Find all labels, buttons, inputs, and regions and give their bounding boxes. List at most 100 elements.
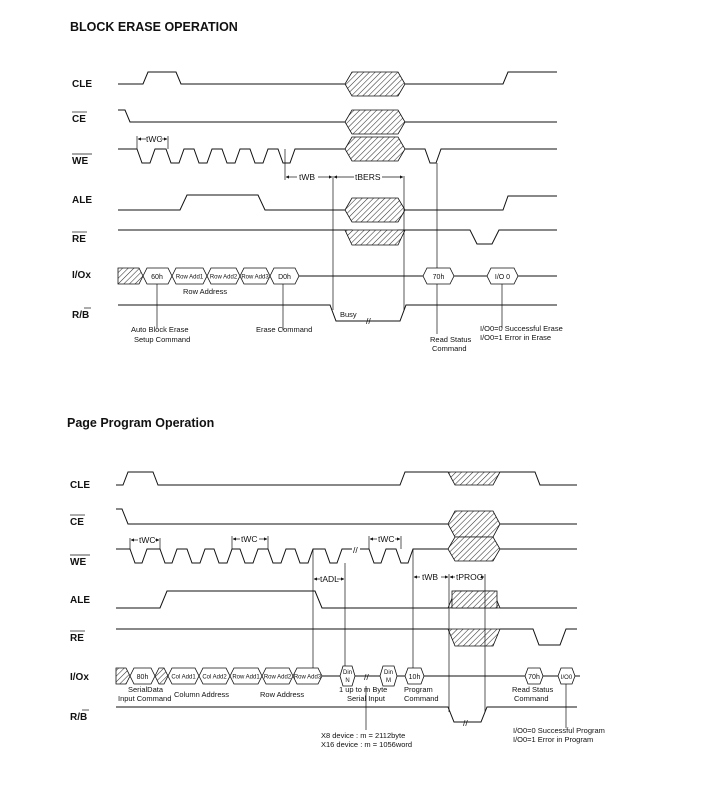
pp-bytes-note-1: 1 up to m Byte xyxy=(339,685,387,694)
pp-io-col2-text: Col Add2 xyxy=(202,675,227,681)
pp-cle-wave xyxy=(116,471,577,486)
be-we-dontcare xyxy=(344,136,406,162)
be-rb-wave xyxy=(118,304,557,322)
pp-cle-label: CLE xyxy=(70,480,90,491)
pp-cle-dontcare xyxy=(447,471,501,486)
be-setup-note-1: Auto Block Erase xyxy=(131,325,189,334)
be-cle-dontcare xyxy=(344,71,406,97)
pp-device-note-1: X8 device : m = 2112byte xyxy=(321,731,405,740)
be-ale-wave xyxy=(118,194,557,211)
be-row-address-label: Row Address xyxy=(183,287,227,296)
pp-io-bus: 80h Col Add1 Col Add2 Row Add1 Row Add2 … xyxy=(115,665,580,687)
block-erase-title: BLOCK ERASE OPERATION xyxy=(70,20,238,34)
pp-result-note-2: I/O0=1 Error in Program xyxy=(513,735,593,744)
be-io-cmd2-text: D0h xyxy=(278,274,291,281)
be-io-cmd3-text: 70h xyxy=(433,274,445,281)
pp-re-label: RE xyxy=(70,633,84,644)
pp-twc3-label: tWC xyxy=(378,534,395,544)
pp-io-break: // xyxy=(364,672,369,682)
pp-column-address-label: Column Address xyxy=(174,690,229,699)
be-twc-label: tWC xyxy=(146,134,163,144)
pp-we-break: // xyxy=(353,545,358,555)
pp-io-col1-text: Col Add1 xyxy=(171,675,196,681)
be-io-bus: 60h Row Add1 Row Add2 Row Add3 D0h 70h I… xyxy=(117,267,557,285)
pp-io-din-n-text2: N xyxy=(345,678,349,684)
pp-io-row1-text: Row Add1 xyxy=(232,675,260,681)
pp-io-row2-text: Row Add2 xyxy=(264,675,292,681)
pp-twc2-label: tWC xyxy=(241,534,258,544)
pp-io-din-m-text2: M xyxy=(386,678,391,684)
be-io-lead-hatch xyxy=(117,267,144,285)
pp-rb-label: R/B xyxy=(70,712,87,723)
be-re-wave xyxy=(118,229,557,245)
pp-tprog-label: tPROG xyxy=(456,572,483,582)
pp-serialdata-note-1: SerialData xyxy=(128,685,164,694)
pp-rb-wave xyxy=(116,706,577,723)
pp-tadl-label: tADL xyxy=(320,574,339,584)
pp-io-cmd1-text: 80h xyxy=(137,674,149,681)
be-readstatus-note-2: Command xyxy=(432,344,467,353)
be-ce-label: CE xyxy=(72,114,86,125)
pp-io-status-text: I/O0 xyxy=(561,675,573,681)
pp-row-address-label: Row Address xyxy=(260,690,304,699)
pp-io-cmd3-text: 70h xyxy=(528,674,540,681)
pp-readstatus-note-2: Command xyxy=(514,694,549,703)
pp-device-note-2: X16 device : m = 1056word xyxy=(321,740,412,749)
be-result-note-2: I/O0=1 Error in Erase xyxy=(480,333,551,342)
pp-we-wave xyxy=(116,548,577,564)
be-tbers-label: tBERS xyxy=(355,172,381,182)
pp-we-label: WE xyxy=(70,557,86,568)
be-setup-note-2: Setup Command xyxy=(134,335,190,344)
page-program-section: Page Program Operation CLE CE WE ALE RE … xyxy=(67,416,605,749)
pp-io-row3-text: Row Add3 xyxy=(294,675,322,681)
be-io-label: I/Ox xyxy=(72,270,91,281)
be-busy-label: Busy xyxy=(340,310,357,319)
block-erase-section: BLOCK ERASE OPERATION CLE CE WE ALE RE I… xyxy=(70,20,563,353)
pp-ce-dontcare xyxy=(447,510,501,538)
pp-twb-label: tWB xyxy=(422,572,438,582)
be-io-status-text: I/O 0 xyxy=(495,274,510,281)
pp-ce-wave xyxy=(116,508,577,525)
be-re-label: RE xyxy=(72,234,86,245)
be-ale-dontcare xyxy=(344,197,406,223)
pp-bytes-note-2: Serial Input xyxy=(347,694,386,703)
be-readstatus-note-1: Read Status xyxy=(430,335,472,344)
be-io-cmd1-text: 60h xyxy=(151,274,163,281)
page-program-title: Page Program Operation xyxy=(67,416,214,430)
pp-rb-break: // xyxy=(463,718,468,728)
be-erase-cmd-note: Erase Command xyxy=(256,325,312,334)
pp-io-cmd2-text: 10h xyxy=(409,674,421,681)
pp-io-din-m-text1: Din xyxy=(384,670,393,676)
pp-io-label: I/Ox xyxy=(70,672,89,683)
be-twb-label: tWB xyxy=(299,172,315,182)
pp-serialdata-note-2: Input Command xyxy=(118,694,171,703)
be-cle-wave xyxy=(118,71,557,85)
pp-re-wave xyxy=(116,628,577,646)
be-re-dontcare xyxy=(344,229,406,246)
be-result-note-1: I/O0=0 Successful Erase xyxy=(480,324,563,333)
pp-program-cmd-note-1: Program xyxy=(404,685,433,694)
pp-we-dontcare xyxy=(447,536,501,562)
pp-result-note-1: I/O0=0 Successful Program xyxy=(513,726,605,735)
be-ce-dontcare xyxy=(344,109,406,135)
pp-program-cmd-note-2: Command xyxy=(404,694,439,703)
be-io-addr1-text: Row Add1 xyxy=(176,275,204,281)
be-io-addr2-text: Row Add2 xyxy=(210,275,238,281)
pp-ale-wave xyxy=(116,590,577,609)
pp-ale-dontcare-box xyxy=(451,590,498,609)
pp-readstatus-note-1: Read Status xyxy=(512,685,554,694)
be-we-wave xyxy=(118,148,557,164)
pp-twc1-label: tWC xyxy=(139,535,156,545)
pp-re-dontcare xyxy=(447,628,501,647)
be-ale-label: ALE xyxy=(72,195,92,206)
be-we-label: WE xyxy=(72,156,88,167)
be-io-addr3-text: Row Add3 xyxy=(241,275,269,281)
be-ce-wave xyxy=(118,109,557,123)
pp-ale-label: ALE xyxy=(70,595,90,606)
pp-io-lead-hatch xyxy=(115,667,131,685)
pp-ce-label: CE xyxy=(70,517,84,528)
pp-io-din-n-text1: Din xyxy=(343,670,352,676)
be-rb-break: // xyxy=(366,316,371,326)
